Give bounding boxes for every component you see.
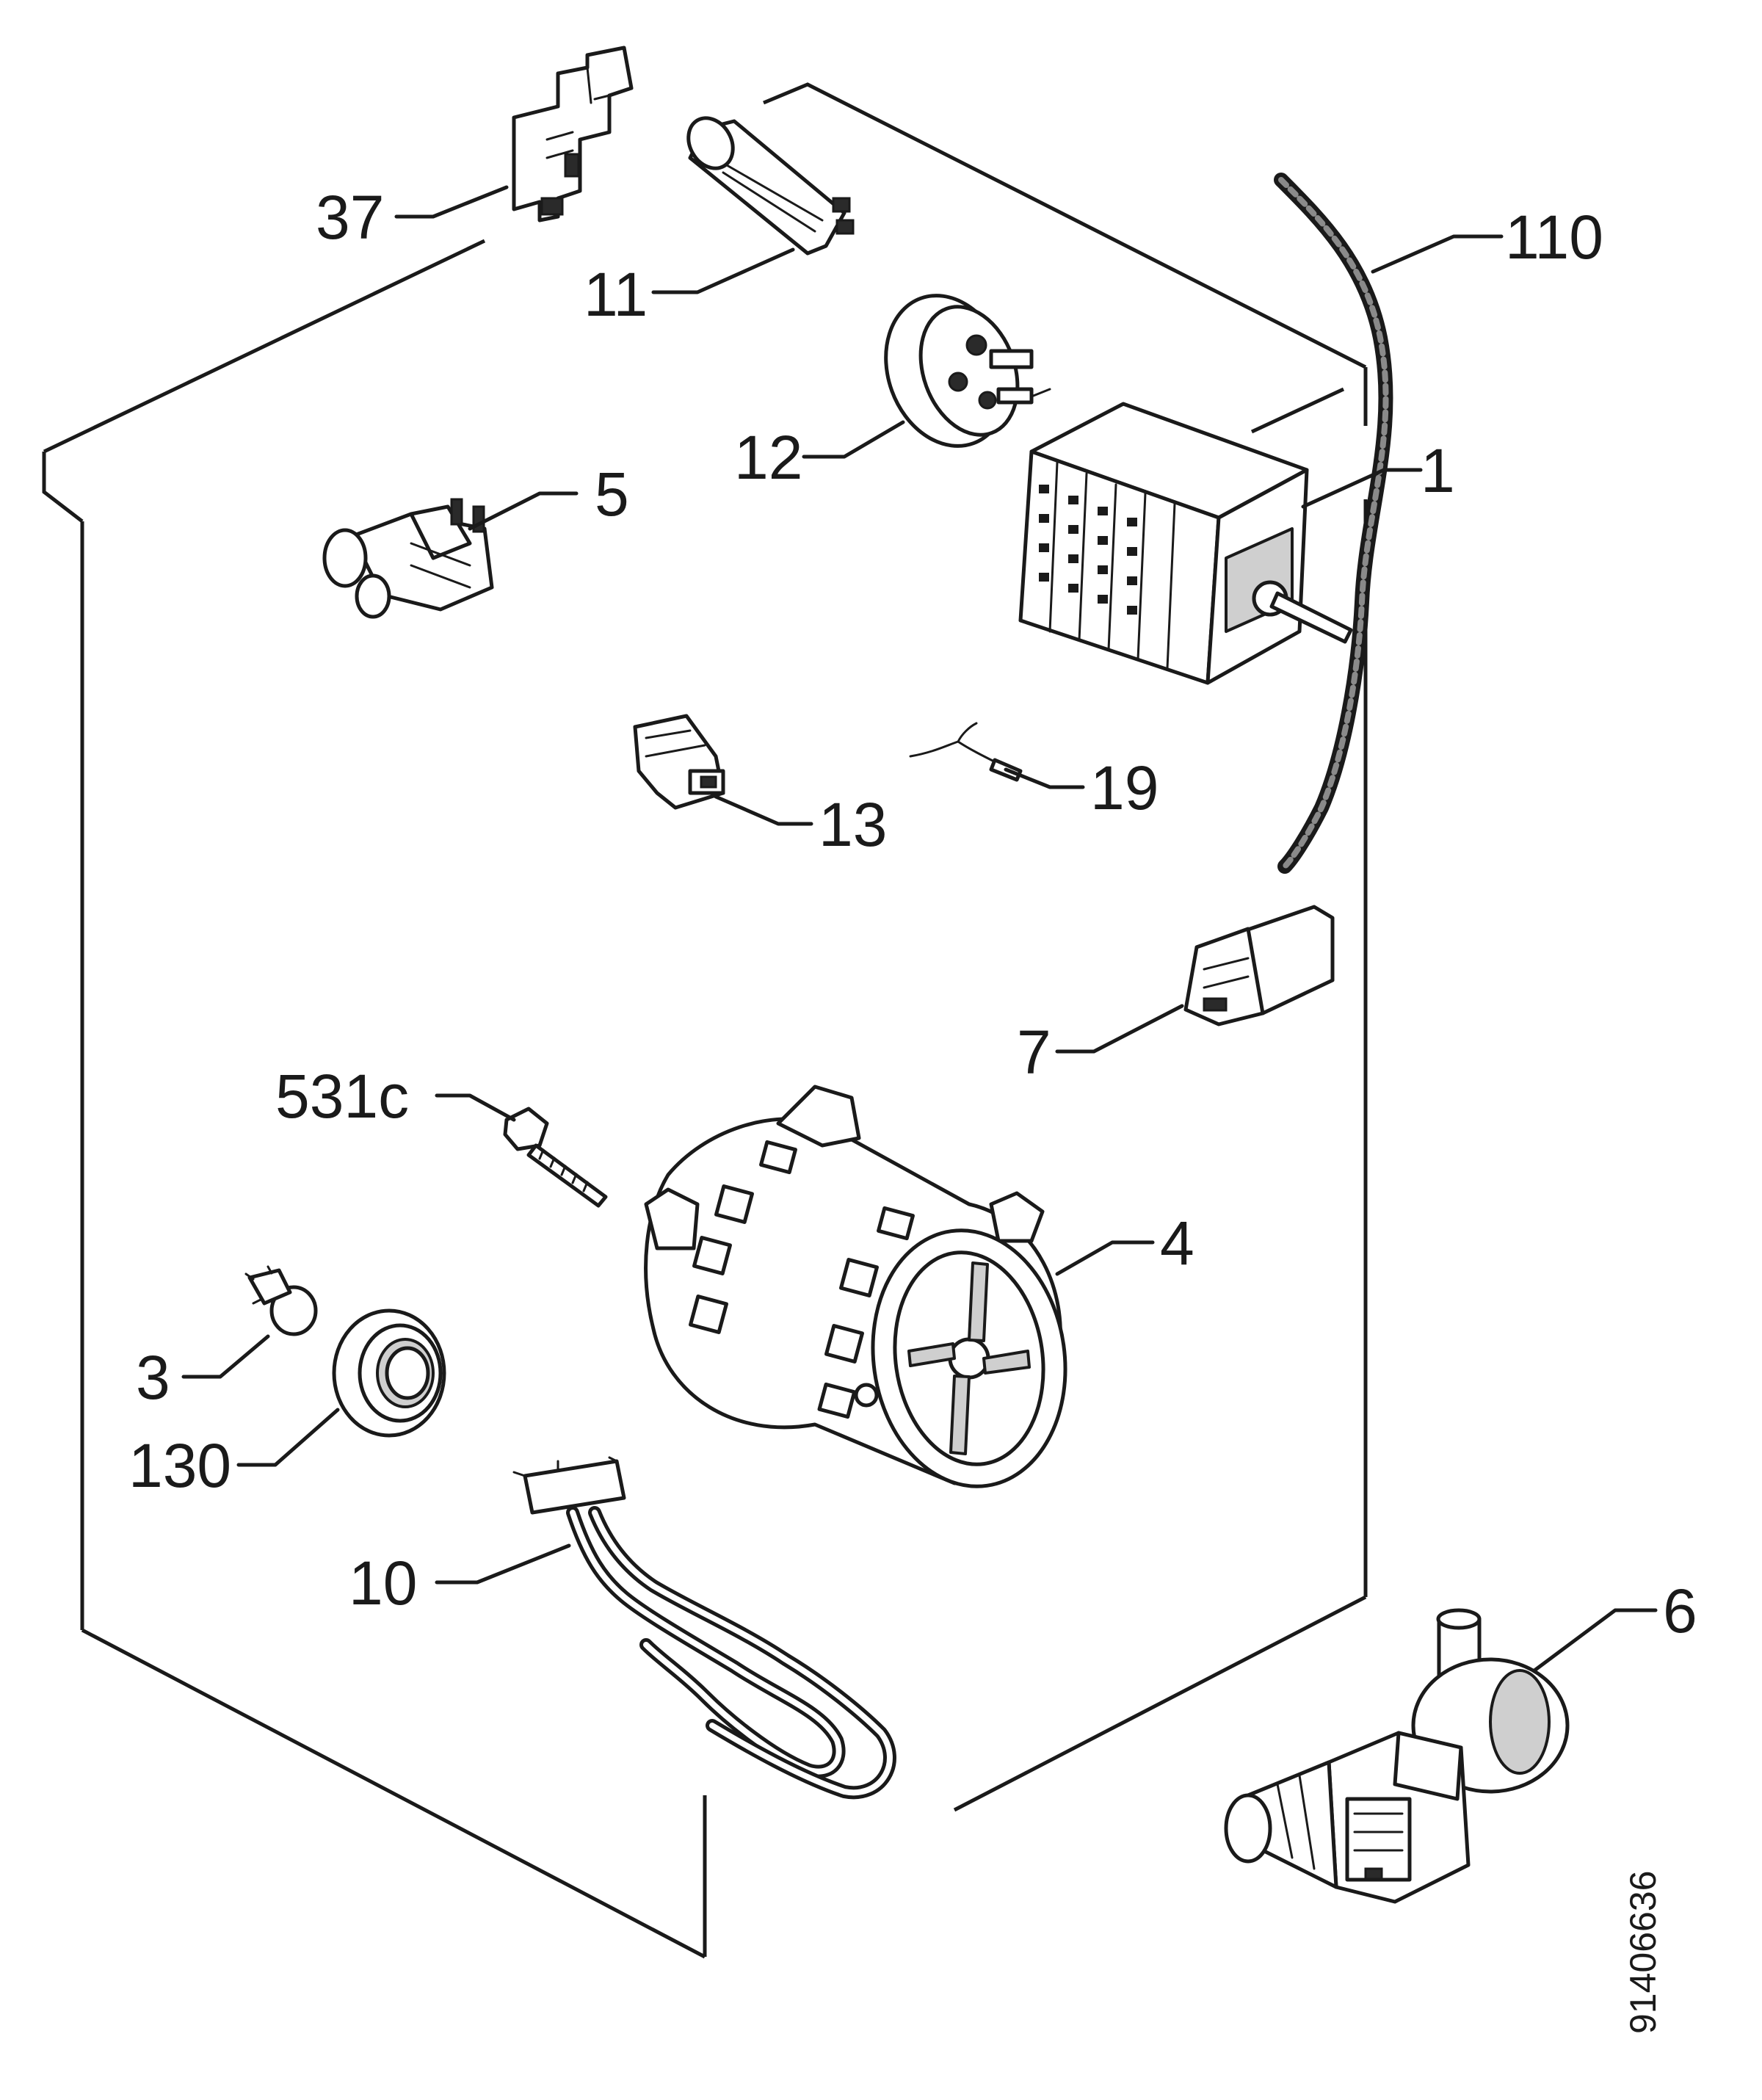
callout-19: 19 [1090,753,1159,822]
callout-37: 37 [316,183,384,252]
callout-11: 11 [584,260,648,329]
part-4-motor [644,1085,1067,1488]
part-19-wire [909,722,1023,782]
leader-lines [181,185,1658,1673]
cabinet-outline [42,82,1368,1959]
leader-6 [1532,1608,1658,1673]
leader-37 [394,185,509,219]
callout-13: 13 [819,790,887,859]
part-7-door-interlock [1183,905,1335,1027]
callout-7: 7 [1017,1018,1051,1087]
part-6-drain-pump [1224,1608,1570,1904]
leader-13 [714,794,813,826]
callout-1: 1 [1421,436,1455,505]
leader-1 [1301,468,1423,509]
callout-3: 3 [136,1343,170,1412]
part-3-switch [244,1265,318,1336]
callout-110: 110 [1505,203,1603,272]
callout-130: 130 [128,1431,231,1500]
part-5-water-valve [322,498,494,619]
part-10-heater [512,1456,896,1800]
leader-531c [435,1093,516,1122]
leader-19 [1004,767,1085,789]
part-11-capacitor [686,116,855,256]
part-12-pressure-switch [884,294,1051,448]
callout-4: 4 [1160,1209,1194,1278]
callout-12: 12 [734,423,802,492]
part-13-connector [633,714,725,810]
callout-labels: 37 11 110 12 1 5 13 19 7 531c 4 3 130 10… [128,183,1697,1645]
part-531c-screw [503,1107,608,1208]
part-37-bracket [512,46,634,222]
callout-10: 10 [349,1549,417,1618]
leader-110 [1371,234,1504,274]
drawing-code: 91406636 [1623,1871,1664,2034]
callout-6: 6 [1663,1576,1697,1645]
leader-7 [1055,1004,1184,1054]
part-130-knob [332,1308,446,1438]
callout-531c: 531c [275,1062,409,1131]
callout-5: 5 [595,460,629,529]
leader-130 [236,1408,340,1467]
leader-10 [435,1543,571,1585]
leader-4 [1055,1240,1155,1276]
part-1-timer [1018,402,1353,685]
leader-3 [181,1334,270,1379]
leader-5 [468,491,579,531]
leader-12 [802,420,905,459]
leader-11 [651,247,795,294]
part-110-cable [1274,173,1393,874]
